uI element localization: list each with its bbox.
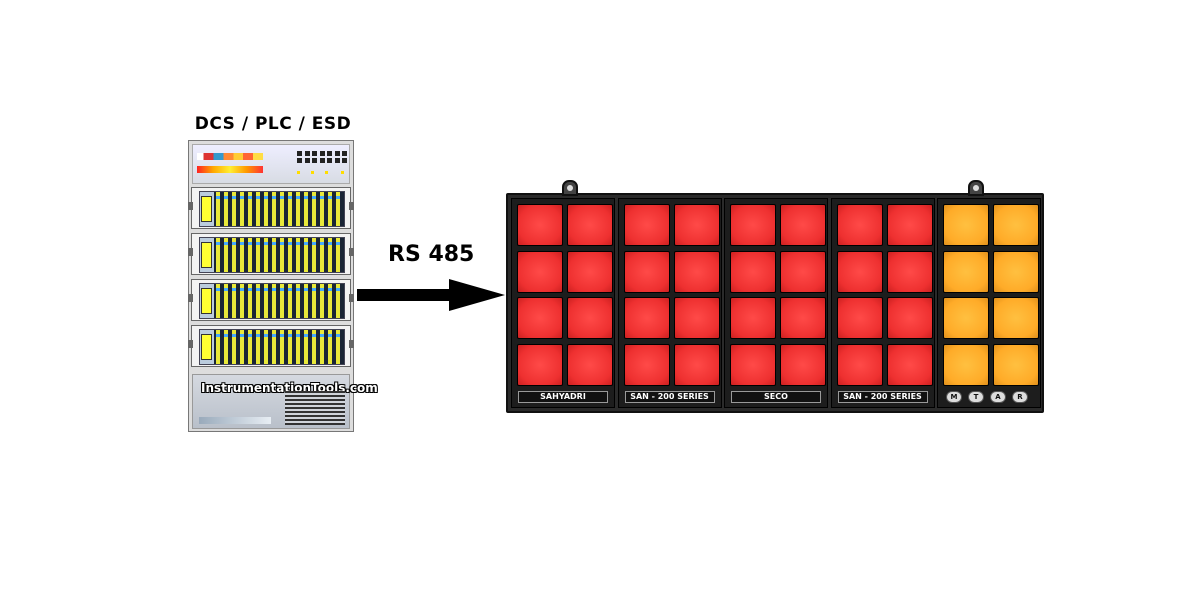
annunciator-module: SAN - 200 SERIES (617, 198, 722, 408)
rs485-label: RS 485 (388, 242, 475, 267)
alarm-window (886, 343, 933, 386)
alarm-window (567, 204, 613, 246)
cabinet-base: InstrumentationTools.com (192, 374, 378, 429)
status-led (325, 171, 328, 174)
module-nameplate: SAHYADRI (518, 391, 608, 403)
panel-button-m[interactable]: M (946, 391, 962, 403)
alarm-window (943, 343, 989, 386)
alarm-window (623, 297, 670, 339)
alarm-window (673, 297, 720, 339)
status-gradient-bar (197, 166, 263, 173)
alarm-window (517, 250, 563, 293)
alarm-window (993, 204, 1039, 246)
key-button (342, 158, 347, 163)
dcs-plc-esd-label: DCS / PLC / ESD (194, 114, 352, 134)
mounting-hook-icon (968, 180, 984, 196)
alarm-window (886, 204, 933, 246)
arrow-shaft (357, 289, 453, 301)
panel-button-r[interactable]: R (1012, 391, 1028, 403)
alarm-window (673, 343, 720, 386)
alarm-window (567, 343, 613, 386)
alarm-window (567, 297, 613, 339)
alarm-window (517, 297, 563, 339)
alarm-window (943, 204, 989, 246)
alarm-window (836, 204, 883, 246)
status-color-bar (197, 153, 263, 160)
module-nameplate: SAN - 200 SERIES (624, 391, 715, 403)
key-button (327, 158, 332, 163)
key-button (334, 151, 340, 156)
key-button (304, 158, 310, 163)
io-rack (188, 233, 354, 275)
status-led (341, 171, 344, 174)
alarm-window (993, 250, 1039, 293)
alarm-window (567, 250, 613, 293)
alarm-window (943, 250, 989, 293)
status-led (311, 171, 314, 174)
key-button (327, 151, 332, 156)
panel-button-a[interactable]: A (990, 391, 1006, 403)
module-nameplate: SAN - 200 SERIES (837, 391, 928, 403)
alarm-window (780, 343, 826, 386)
alarm-window (943, 297, 989, 339)
keypad-icon (297, 151, 351, 179)
module-nameplate: SECO (731, 391, 821, 403)
alarm-window (836, 343, 883, 386)
alarm-window (730, 343, 776, 386)
status-led (297, 171, 300, 174)
arrow-head (449, 279, 505, 311)
alarm-window (993, 297, 1039, 339)
key-button (312, 151, 317, 156)
alarm-window (673, 204, 720, 246)
key-button (342, 151, 347, 156)
alarm-window (780, 204, 826, 246)
annunciator-module: SAHYADRI (511, 198, 615, 408)
key-button (297, 158, 302, 163)
annunciator-module: SAN - 200 SERIES (830, 198, 935, 408)
alarm-window (780, 297, 826, 339)
key-button (312, 158, 317, 163)
alarm-window (623, 204, 670, 246)
key-button (319, 151, 325, 156)
key-button (297, 151, 302, 156)
alarm-window (730, 250, 776, 293)
alarm-window (517, 343, 563, 386)
alarm-window (836, 297, 883, 339)
panel-button-t[interactable]: T (968, 391, 984, 403)
key-button (319, 158, 325, 163)
alarm-window (730, 297, 776, 339)
control-system-cabinet: InstrumentationTools.com (188, 140, 378, 432)
io-rack (188, 279, 354, 321)
arrow-right-icon (357, 279, 505, 311)
alarm-window (673, 250, 720, 293)
alarm-window (886, 250, 933, 293)
alarm-window (836, 250, 883, 293)
vent-grille-icon (285, 391, 345, 425)
alarm-annunciator-panel: SAHYADRI SAN - 200 SERIES SECO SAN - 200 SE… (506, 180, 1044, 413)
cabinet-display-panel (192, 144, 350, 184)
io-rack (188, 325, 354, 367)
alarm-window (517, 204, 563, 246)
alarm-window (623, 250, 670, 293)
key-button (334, 158, 340, 163)
annunciator-module: SECO (724, 198, 828, 408)
alarm-window (886, 297, 933, 339)
alarm-window (780, 250, 826, 293)
alarm-window (623, 343, 670, 386)
io-rack (188, 187, 354, 229)
alarm-window (730, 204, 776, 246)
base-strip (199, 417, 271, 424)
alarm-window (993, 343, 1039, 386)
mounting-hook-icon (562, 180, 578, 196)
key-button (304, 151, 310, 156)
